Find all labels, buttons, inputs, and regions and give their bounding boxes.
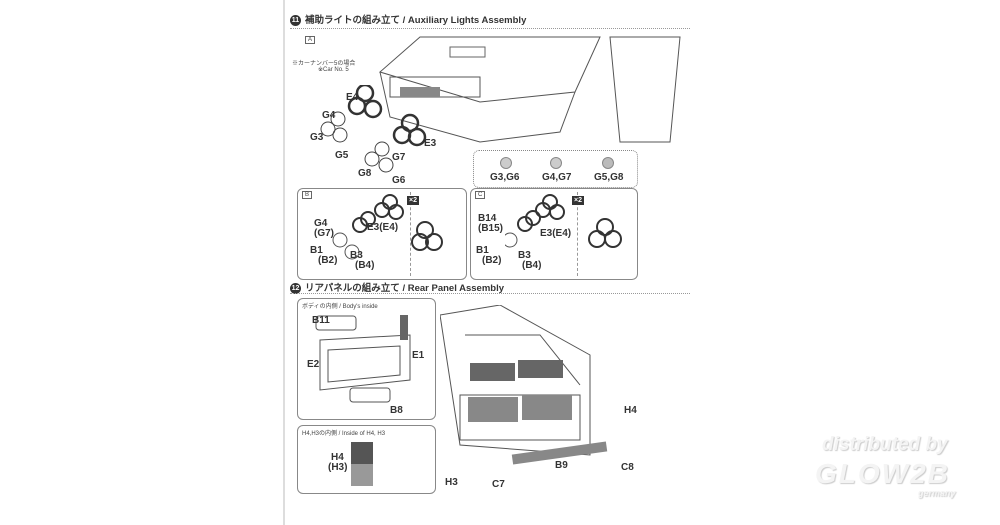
- variant-tag: C: [475, 191, 486, 199]
- part-label-g7: (G7): [314, 228, 334, 239]
- part-label-g6: G6: [392, 175, 406, 186]
- car-front-illustration: [378, 36, 681, 143]
- watermark-germany: germany: [918, 488, 956, 498]
- step-title: 補助ライトの組み立て / Auxiliary Lights Assembly: [305, 15, 527, 26]
- divider: [290, 28, 690, 29]
- part-label-b3: B3: [518, 250, 531, 261]
- part-label-e3: E3: [424, 138, 437, 149]
- body-inside-title: ボディの内側 / Body's inside: [302, 304, 378, 310]
- part-label-b1: B1: [476, 245, 489, 256]
- car-number-note-en: ※Car No. 5: [318, 67, 349, 73]
- part-label-e4: E4: [346, 92, 359, 103]
- quantity-badge: ×2: [572, 196, 584, 205]
- part-label-b14: B14: [478, 213, 497, 224]
- part-label-h4: H4: [624, 405, 637, 416]
- part-label-b4: (B4): [522, 260, 542, 271]
- part-label-h3: (H3): [328, 462, 348, 473]
- variant-c-box: [470, 188, 638, 280]
- aux-light-parts: [320, 85, 427, 173]
- step-12-header: 12 リアパネルの組み立て / Rear Panel Assembly: [290, 280, 504, 294]
- watermark-logo: GLOW2B: [815, 458, 950, 489]
- part-label-g4: G4: [314, 218, 328, 229]
- watermark-distributed-by: distributed by: [822, 434, 948, 455]
- body-inside-illustration: [315, 315, 411, 403]
- lens-icon: [500, 157, 512, 169]
- variant-tag: A: [305, 36, 316, 44]
- step-number: 11: [290, 14, 301, 26]
- part-label-b1: B1: [310, 245, 323, 256]
- part-label-b8: B8: [390, 405, 403, 416]
- divider: [410, 192, 411, 276]
- inside-h4-box: [297, 425, 436, 494]
- part-label-e2: E2: [307, 359, 320, 370]
- step-title: リアパネルの組み立て / Rear Panel Assembly: [305, 283, 505, 294]
- part-label-b3: B3: [350, 250, 363, 261]
- page-left-edge: [283, 0, 285, 525]
- part-label-g4: G4: [322, 110, 336, 121]
- part-label-g8: G8: [358, 168, 372, 179]
- step-11-header: 11 補助ライトの組み立て / Auxiliary Lights Assembly: [290, 12, 526, 26]
- rear-panel-illustration: [440, 305, 591, 456]
- quantity-badge: ×2: [407, 196, 419, 205]
- light-assembly: [505, 194, 622, 248]
- part-label-e3-e4: E3(E4): [540, 228, 572, 239]
- part-label-g3: G3: [310, 132, 324, 143]
- part-label-b11: B11: [312, 315, 330, 326]
- part-label-c7: C7: [492, 479, 505, 490]
- variant-b-box: [297, 188, 467, 280]
- legend-g3-g6: G3,G6: [490, 172, 520, 183]
- part-label-c8: C8: [621, 462, 634, 473]
- variant-tag: B: [302, 191, 313, 199]
- part-label-b2: (B2): [318, 255, 338, 266]
- part-label-h3: H3: [445, 477, 458, 488]
- part-label-b9: B9: [555, 460, 568, 471]
- lens-legend: [473, 150, 638, 188]
- part-label-g5: G5: [335, 150, 349, 161]
- part-label-h4: H4: [331, 452, 344, 463]
- light-assembly: [332, 194, 443, 260]
- divider: [290, 293, 690, 294]
- part-label-e3-e4: E3(E4): [367, 222, 399, 233]
- part-label-g7: G7: [392, 152, 406, 163]
- body-inside-box: [297, 298, 436, 420]
- part-label-b15: (B15): [478, 223, 504, 234]
- part-label-b4: (B4): [355, 260, 375, 271]
- taillight-illustration: [351, 442, 373, 486]
- legend-g5-g8: G5,G8: [594, 172, 624, 183]
- car-number-note-jp: ※カーナンバー5の場合: [292, 61, 356, 67]
- part-label-b2: (B2): [482, 255, 502, 266]
- lens-icon: [550, 157, 562, 169]
- part-label-e1: E1: [412, 350, 425, 361]
- divider: [577, 192, 578, 276]
- legend-g4-g7: G4,G7: [542, 172, 572, 183]
- inside-h4-title: H4,H3の内側 / Inside of H4, H3: [302, 431, 386, 437]
- step-number: 12: [290, 282, 301, 294]
- lens-icon: [602, 157, 614, 169]
